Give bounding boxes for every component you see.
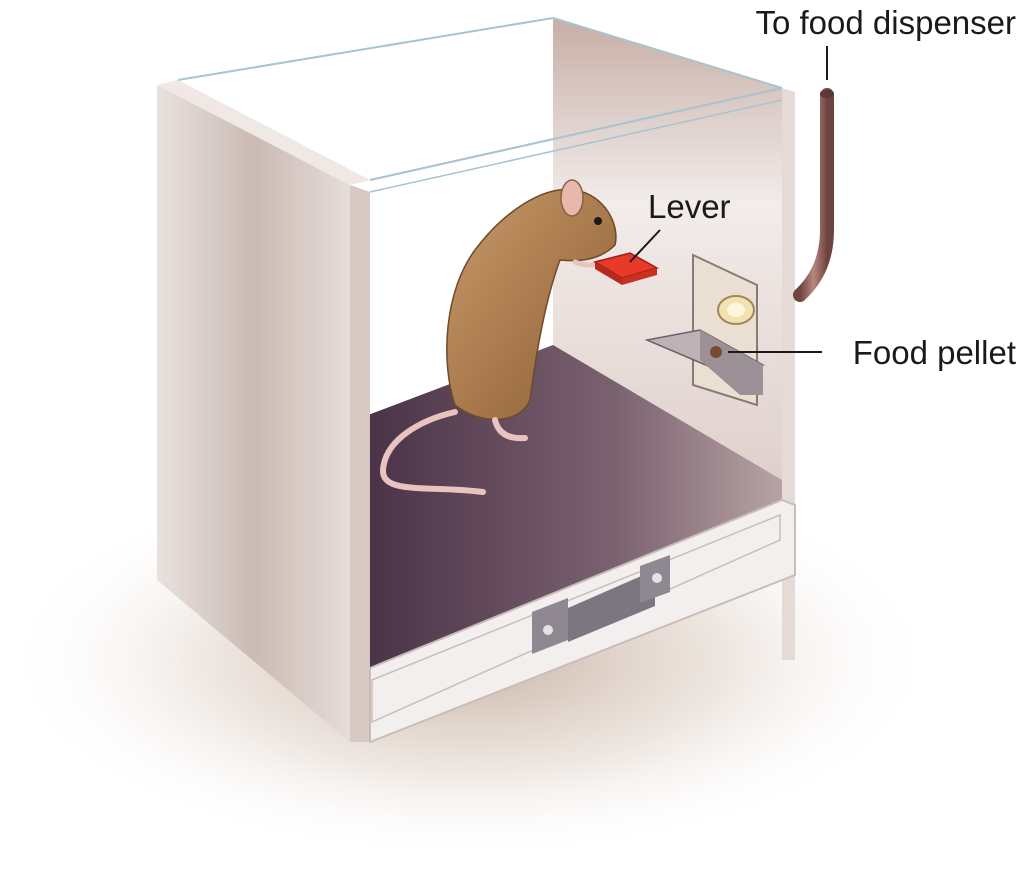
rat-body [446, 188, 617, 421]
glass-edge-1 [177, 17, 554, 81]
glass-edge-2 [552, 17, 783, 89]
food-pellet [710, 346, 722, 358]
rat-hind-foot [492, 417, 528, 442]
left-wall-top [157, 80, 370, 185]
lever-callout-line [629, 229, 661, 263]
label-food-dispenser: To food dispenser [755, 4, 1016, 41]
left-wall [157, 85, 350, 742]
cage-floor [368, 345, 782, 668]
rat [379, 179, 617, 495]
glass-edge-3 [369, 87, 783, 181]
rat-tail [379, 409, 486, 495]
lever[interactable] [593, 252, 659, 285]
tube-opening [820, 90, 834, 98]
glass-edge-4 [369, 99, 783, 193]
label-food-pellet: Food pellet [853, 334, 1016, 371]
rat-ear [560, 179, 584, 217]
label-lever: Lever [648, 188, 731, 225]
dispenser-tube [793, 88, 834, 302]
drawer-handle[interactable] [532, 555, 670, 654]
rat-eye [594, 217, 602, 225]
left-wall-edge [350, 185, 370, 742]
